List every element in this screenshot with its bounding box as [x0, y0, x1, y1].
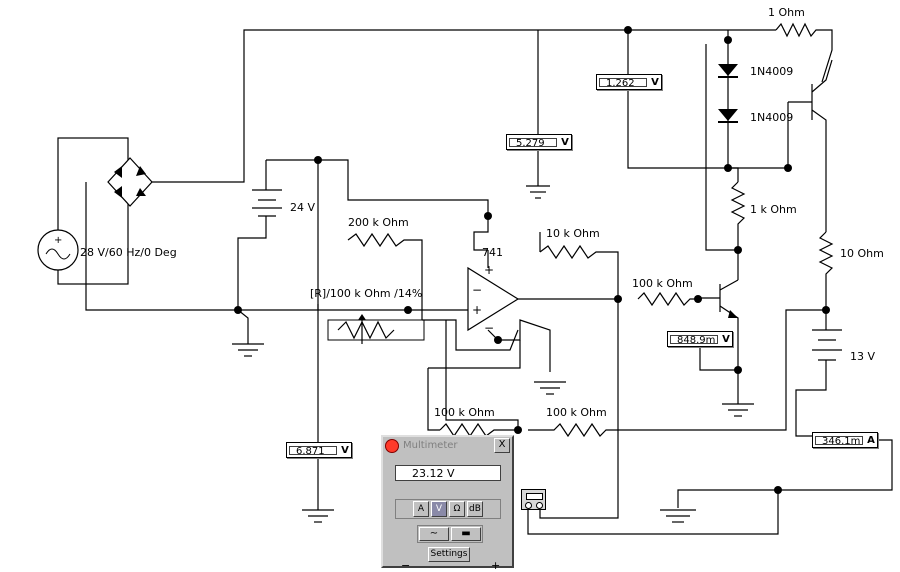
label-battery-24: 24 V	[290, 201, 315, 214]
multimeter-titlebar[interactable]: Multimeter X	[383, 437, 512, 454]
svg-text:−: −	[472, 283, 482, 297]
resistor-200k	[347, 232, 423, 320]
label-r-200k: 200 k Ohm	[348, 216, 409, 229]
minus-terminal: −	[401, 559, 411, 572]
bridge-rectifier	[107, 157, 153, 207]
resistor-10ohm	[818, 231, 834, 310]
multimeter-coupling-group: ∼ ▬	[417, 525, 483, 543]
label-r-1ohm: 1 Ohm	[768, 6, 805, 19]
voltmeter-1[interactable]: 1.262 V	[596, 74, 662, 90]
plus-terminal: +	[491, 559, 501, 572]
settings-button[interactable]: Settings	[428, 547, 470, 562]
mode-amps-button[interactable]: A	[413, 501, 429, 517]
diode-2	[718, 109, 738, 121]
label-r-10ohm: 10 Ohm	[840, 247, 884, 260]
meter-unit: V	[561, 136, 569, 148]
voltmeter-3[interactable]: 848.9m V	[667, 331, 733, 347]
voltmeter-4[interactable]: 6.871 V	[286, 442, 352, 458]
svg-text:+: +	[472, 303, 482, 317]
label-opamp: 741	[482, 246, 503, 259]
mode-ohms-button[interactable]: Ω	[449, 501, 465, 517]
ac-source	[37, 229, 79, 271]
diode-1	[718, 64, 738, 76]
multimeter-window[interactable]: Multimeter X 23.12 V A V Ω dB ∼ ▬ Settin…	[381, 435, 514, 572]
svg-text:+: +	[484, 263, 494, 277]
ammeter-1[interactable]: 346.1m A	[812, 432, 878, 448]
label-source: 28 V/60 Hz/0 Deg	[80, 246, 177, 259]
meter-value: 5.279	[509, 137, 557, 148]
label-battery-13: 13 V	[850, 350, 875, 363]
opamp-741	[467, 266, 520, 332]
mode-volts-button[interactable]: V	[431, 501, 447, 517]
meter-value: 1.262	[599, 77, 647, 88]
label-r-100k-a: 100 k Ohm	[632, 277, 693, 290]
label-r-100k-b: 100 k Ohm	[434, 406, 495, 419]
resistor-100k-base	[637, 291, 698, 307]
label-r-100k-c: 100 k Ohm	[546, 406, 607, 419]
resistor-10k	[539, 244, 619, 299]
multimeter-display: 23.12 V	[395, 465, 501, 481]
resistor-1k	[730, 181, 746, 250]
multimeter-app-icon	[385, 438, 399, 453]
meter-value: 6.871	[289, 445, 337, 456]
multimeter-title: Multimeter	[403, 440, 458, 451]
meter-unit: A	[867, 434, 875, 446]
wire-top	[152, 29, 728, 183]
meter-unit: V	[722, 333, 730, 345]
label-d1: 1N4009	[750, 65, 793, 78]
svg-text:+: +	[54, 235, 62, 246]
resistor-1ohm	[775, 22, 833, 83]
ac-wave-button[interactable]: ∼	[419, 527, 449, 541]
label-r-10k: 10 k Ohm	[546, 227, 600, 240]
mode-db-button[interactable]: dB	[467, 501, 483, 517]
meter-unit: V	[651, 76, 659, 88]
svg-text:−: −	[484, 321, 494, 335]
close-button[interactable]: X	[494, 438, 510, 453]
meter-value: 346.1m	[815, 435, 863, 446]
multimeter-instrument-icon[interactable]	[521, 489, 546, 510]
voltmeter-2[interactable]: 5.279 V	[506, 134, 572, 150]
meter-unit: V	[341, 444, 349, 456]
dc-button[interactable]: ▬	[451, 527, 481, 541]
label-r-1k: 1 k Ohm	[750, 203, 797, 216]
label-d2: 1N4009	[750, 111, 793, 124]
meter-value: 848.9m	[670, 334, 718, 345]
label-pot: [R]/100 k Ohm /14%	[310, 287, 422, 300]
resistor-100k-fb2	[528, 309, 826, 438]
multimeter-mode-group: A V Ω dB	[395, 499, 501, 519]
